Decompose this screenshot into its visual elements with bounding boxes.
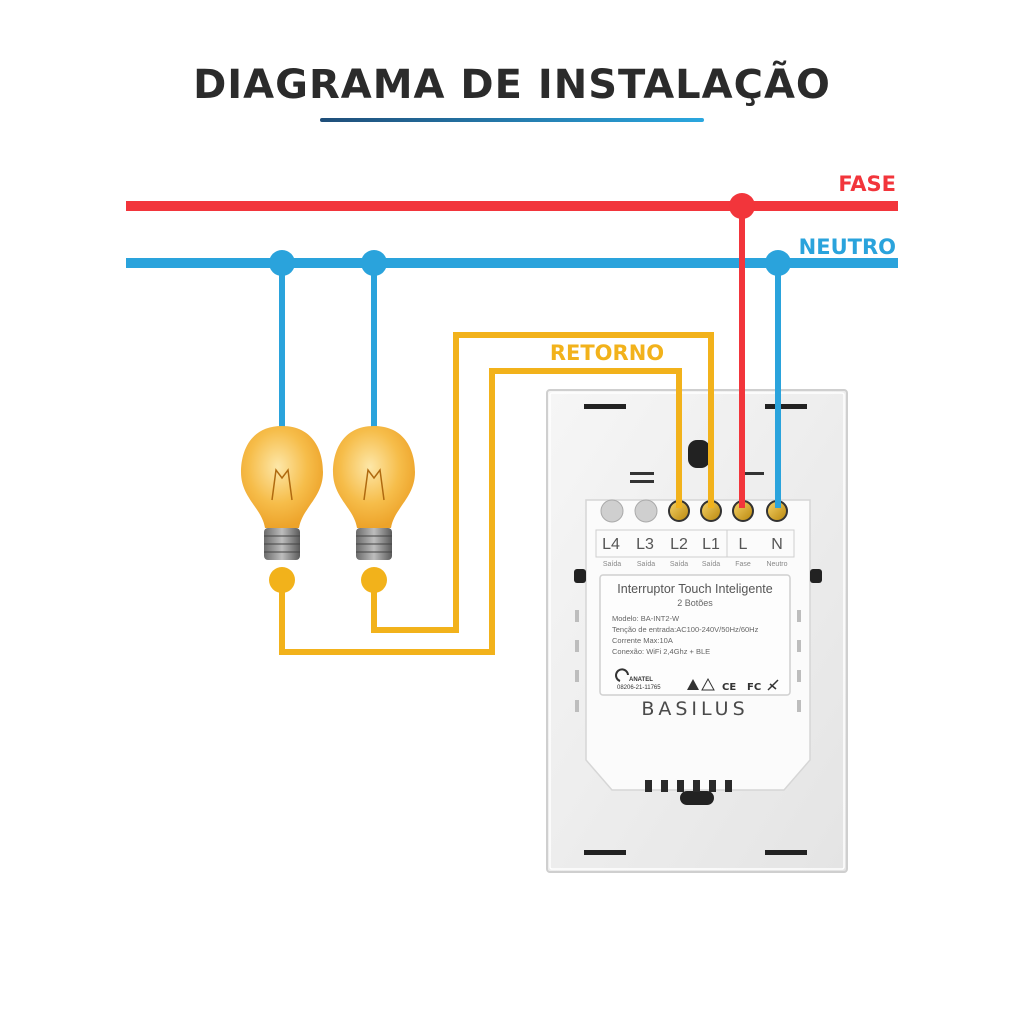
brand-logo: BASILUS [641, 698, 748, 720]
clip-slot [765, 404, 807, 409]
ce-mark: CE [722, 682, 736, 693]
device-model: Modelo: BA-INT2-W [612, 614, 680, 623]
fase-junction [729, 193, 755, 219]
terminal-sub-l3: Saída [637, 561, 655, 568]
terminal-sub-n: Neutro [766, 561, 787, 568]
neutro-junction-bulb-1 [269, 250, 295, 276]
terminal-label-n: N [771, 536, 783, 553]
light-bulb-1-icon [241, 426, 323, 593]
anatel-label: ANATEL [629, 677, 653, 683]
anatel-logo-icon [615, 668, 629, 682]
retorno-label: RETORNO [550, 341, 664, 365]
fcc-mark: FC [747, 682, 761, 693]
terminal-sub-l: Fase [735, 561, 751, 568]
retorno-wire-l1 [371, 332, 714, 633]
device-voltage: Tenção de entrada:AC100-240V/50Hz/60Hz [612, 625, 759, 634]
terminal-label-l2: L2 [670, 536, 688, 553]
terminal-sub-l4: Saída [603, 561, 621, 568]
switch-device: L4 L3 L2 L1 L N Saída Saída Saída Saída … [546, 389, 848, 873]
clip-slot [584, 850, 626, 855]
device-connection: Conexão: WiFi 2,4Ghz + BLE [612, 647, 710, 656]
terminal-screw-l4 [600, 499, 624, 523]
terminal-label-l1: L1 [702, 536, 720, 553]
spec-label [599, 574, 791, 696]
terminal-label-l3: L3 [636, 536, 654, 553]
retorno-wire-l2 [279, 368, 682, 655]
recycle-icon [767, 679, 779, 691]
clip-slot [765, 850, 807, 855]
terminal-label-l4: L4 [602, 536, 620, 553]
device-current: Corrente Max:10A [612, 636, 673, 645]
diagram-title: DIAGRAMA DE INSTALAÇÃO [193, 62, 831, 108]
neutro-junction-switch [765, 250, 791, 276]
terminal-sub-l1: Saída [702, 561, 720, 568]
neutro-junction-bulb-2 [361, 250, 387, 276]
terminal-screw-l3 [634, 499, 658, 523]
warning-icon [687, 679, 699, 690]
terminal-label-l: L [739, 536, 748, 553]
device-name: Interruptor Touch Inteligente [617, 582, 772, 596]
anatel-code: 08206-21-11765 [617, 685, 661, 691]
terminal-sub-l2: Saída [670, 561, 688, 568]
light-bulb-2-icon [333, 426, 415, 593]
neutro-label: NEUTRO [799, 235, 896, 259]
fase-label: FASE [838, 172, 896, 196]
hazard-icon [701, 677, 715, 691]
title-underline [320, 118, 704, 122]
clip-slot [584, 404, 626, 409]
device-buttons: 2 Botões [677, 598, 713, 608]
